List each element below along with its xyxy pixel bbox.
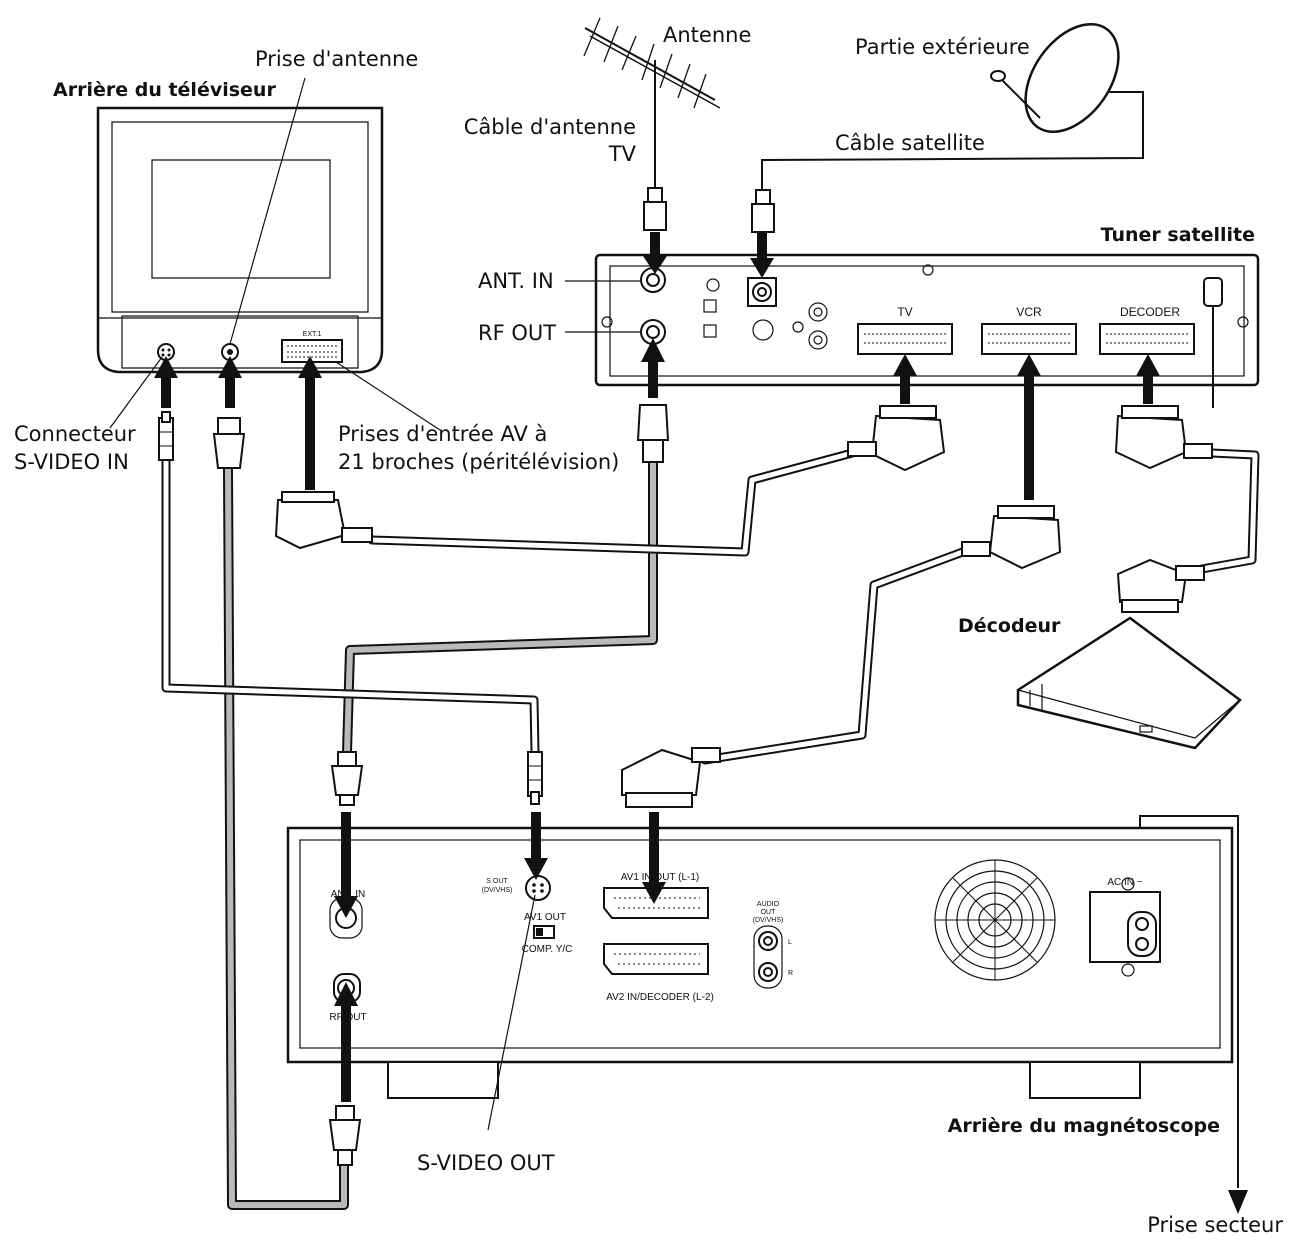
vcr-audio-label-3: (DV/VHS) [753,917,784,924]
scart-cable-tuner-vcr [700,545,973,765]
antenna-icon [583,17,721,109]
tv-antenna-cable-label-1: Câble d'antenne [464,115,636,139]
rf-plug-tuner [636,404,670,463]
tuner-scart-decoder[interactable]: DECODER [1099,305,1195,355]
power-arrowhead [1228,1190,1248,1214]
mains-socket-label: Prise secteur [1147,1213,1283,1237]
tuner-ant-in-jack[interactable] [640,267,666,293]
svideo-in-label-1: Connecteur [14,422,136,446]
satellite-cable-label: Câble satellite [835,131,985,155]
svideo-plug-vcr [527,751,543,805]
vcr-s-out-sub-label: (DV/VHS) [482,887,513,894]
vcr-av1-label: AV1 IN/OUT (L-1) [621,872,700,883]
scart-plug-tuner-tv [847,405,946,472]
rf-plug-vcr-in [330,751,364,806]
satellite-dish-icon [990,22,1120,134]
vcr-scart-av2[interactable] [603,943,709,975]
rf-cable-vcr-to-tv [223,463,349,1210]
tuner-vcr-label: VCR [1016,305,1042,319]
tv-antenna-jack[interactable] [221,343,239,361]
decoder-box [1016,616,1242,750]
vcr-audio-l-label: L [788,939,792,946]
vcr-svideo-out-jack[interactable] [525,875,551,901]
svideo-in-label-2: S-VIDEO IN [14,450,129,474]
decoder-label: Décodeur [958,615,1061,637]
vcr-ac-in-label: AC IN ~ [1107,877,1142,888]
vcr-audio-label-2: OUT [761,909,777,916]
vcr-av1-out-label: AV1 OUT [524,912,566,923]
arrows [154,338,1160,1102]
satellite-plug [751,189,775,233]
satellite-tuner: TV VCR DECODER [594,253,1260,408]
tuner-decoder-label: DECODER [1120,305,1180,319]
rf-cable-tuner-to-vcr [342,455,658,757]
vcr-audio-r-label: R [788,970,793,977]
vcr-av2-label: AV2 IN/DECODER (L-2) [606,992,714,1003]
scart-plug-tuner-decoder [1114,405,1213,470]
leader-lines [109,77,640,1131]
ant-in-label: ANT. IN [478,269,554,293]
av-inputs-label-1: Prises d'entrée AV à [338,422,547,446]
av-inputs-label-2: 21 broches (péritélévision) [338,450,619,474]
vcr-ac-inlet[interactable] [1089,877,1161,977]
tuner-scart-tv[interactable]: TV [857,305,953,355]
antenna-label: Antenne [663,23,751,47]
scart-plug-vcr [621,747,721,808]
scart-plug-tv [274,491,373,550]
rf-out-label: RF OUT [478,321,556,345]
vcr-audio-r-jack[interactable] [758,962,778,982]
tuner-tv-label: TV [897,305,912,319]
vcr-s-out-label: S OUT [486,878,508,885]
scart-plug-tuner-vcr [961,505,1062,570]
vcr-scart-av1[interactable] [603,887,709,919]
tv-back-label: Arrière du téléviseur [53,79,276,101]
scart-plug-decoder [1116,558,1205,613]
svideo-out-label: S-VIDEO OUT [417,1151,555,1175]
tv-back: EXT.1 [96,106,384,374]
tuner-lnb-input[interactable] [747,277,777,307]
svideo-plug-tv [158,411,174,461]
vcr-back-label: Arrière du magnétoscope [948,1115,1220,1137]
vcr-av1-out-switch[interactable] [533,925,555,939]
vcr-audio-label-1: AUDIO [757,901,780,908]
scart-cable-tuner-decoder [1180,447,1260,577]
satellite-tuner-label: Tuner satellite [1101,224,1255,246]
tuner-power-cord [1203,277,1223,408]
scart-cable-tv-tuner [367,447,861,557]
tv-scart-ext1[interactable]: EXT.1 [281,331,343,363]
tv-ext1-label: EXT.1 [303,331,322,338]
tv-antenna-cable-label-2: TV [608,142,637,166]
vcr-comp-label: COMP. Y/C [522,944,573,955]
vcr-fan-icon [934,859,1056,981]
vcr-audio-l-jack[interactable] [758,931,778,951]
tv-antenna-jack-label: Prise d'antenne [255,47,418,71]
vcr-back: ANT. IN RF OUT S OUT (DV/VHS) AV1 OUT CO… [286,826,1234,1099]
tuner-scart-vcr[interactable]: VCR [981,305,1077,355]
rf-plug-tv [212,417,246,469]
rf-plug-vcr-out [328,1105,362,1166]
antenna-plug [643,187,667,231]
outdoor-unit-label: Partie extérieure [855,35,1030,59]
satellite-cable-line [761,91,1144,192]
svideo-cable [161,455,540,757]
